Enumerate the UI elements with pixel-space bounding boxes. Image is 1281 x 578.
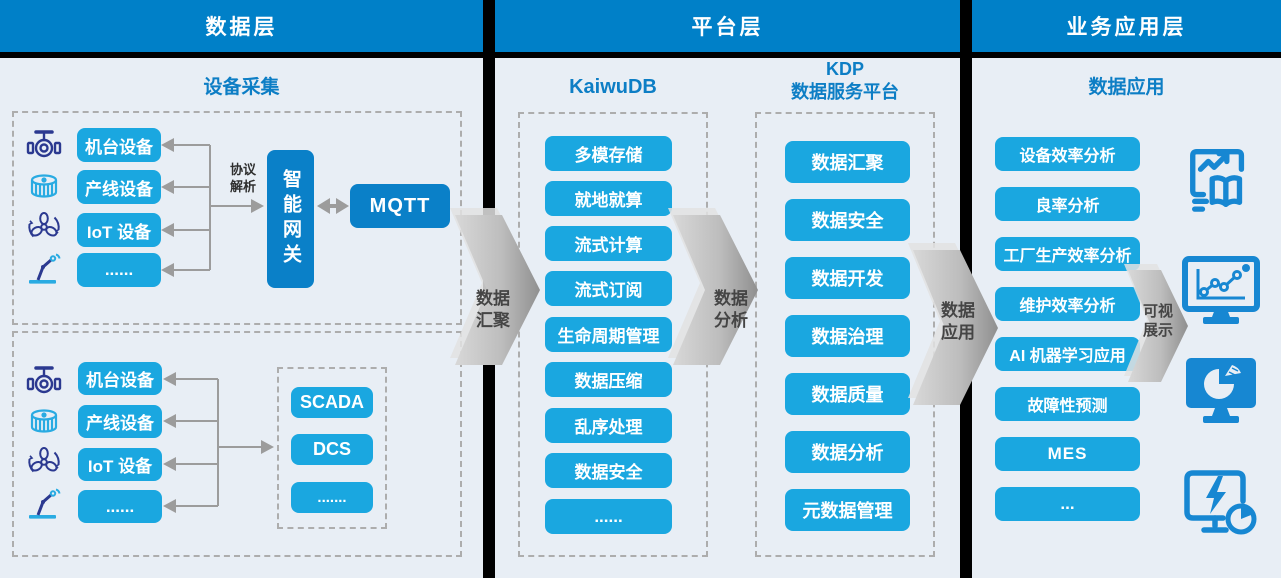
- fan-icon: [26, 443, 63, 485]
- kdp-title: KDP 数据服务平台: [791, 59, 899, 102]
- app-node: 工厂生产效率分析: [995, 237, 1140, 271]
- kdp-service-node: 数据治理: [785, 315, 910, 357]
- kdp-service-node: 数据质量: [785, 373, 910, 415]
- kdp-service-node: 元数据管理: [785, 489, 910, 531]
- app-node: AI 机器学习应用: [995, 337, 1140, 371]
- kaiwudb-title: KaiwuDB: [569, 76, 657, 98]
- system-node: SCADA: [291, 387, 373, 418]
- data-application-title: 数据应用: [1088, 77, 1165, 98]
- flow-label-apply: 数据 应用: [941, 301, 975, 342]
- robot-arm-icon: [26, 250, 64, 293]
- motor-drum-icon: [26, 168, 62, 209]
- valve-icon: [26, 126, 62, 167]
- robot-arm-icon: [26, 485, 64, 528]
- system-node: .......: [291, 482, 373, 513]
- device-node: 机台设备: [78, 362, 162, 395]
- device-node: IoT 设备: [78, 448, 162, 481]
- kaiwudb-capability-node: 就地就算: [545, 181, 672, 216]
- report-analytics-icon: [1183, 140, 1257, 219]
- device-node: 产线设备: [77, 170, 161, 204]
- system-node: DCS: [291, 434, 373, 465]
- protocol-parse-label: 协议 解析: [229, 162, 256, 194]
- app-node: 良率分析: [995, 187, 1140, 221]
- flow-label-visualize: 可视 展示: [1142, 303, 1173, 339]
- monitor-pie-chart-icon: [1180, 356, 1262, 437]
- data-layer-header-label: 数据层: [205, 16, 278, 39]
- kaiwudb-capability-node: 生命周期管理: [545, 317, 672, 352]
- app-node: 设备效率分析: [995, 137, 1140, 171]
- monitor-line-chart-icon: [1180, 254, 1262, 337]
- platform-layer-header-label: 平台层: [691, 16, 764, 39]
- mqtt-node: MQTT: [350, 184, 450, 228]
- app-node: ...: [995, 487, 1140, 521]
- app-node: 故障性预测: [995, 387, 1140, 421]
- smart-gateway-node: 智能网关: [267, 150, 314, 288]
- flow-label-aggregate: 数据 汇聚: [476, 289, 510, 330]
- application-layer-header: 业务应用层: [972, 0, 1281, 52]
- kaiwudb-capability-node: 乱序处理: [545, 408, 672, 443]
- valve-icon: [26, 362, 62, 403]
- kaiwudb-capability-node: 流式计算: [545, 226, 672, 261]
- kdp-service-node: 数据开发: [785, 257, 910, 299]
- device-node: ......: [77, 253, 161, 287]
- app-node: 维护效率分析: [995, 287, 1140, 321]
- fan-icon: [26, 208, 63, 250]
- kdp-service-node: 数据安全: [785, 199, 910, 241]
- motor-drum-icon: [26, 403, 62, 444]
- device-node: 产线设备: [78, 405, 162, 438]
- platform-layer-header: 平台层: [495, 0, 960, 52]
- kaiwudb-capability-node: 多模存储: [545, 136, 672, 171]
- kaiwudb-capability-node: ......: [545, 499, 672, 534]
- device-node: 机台设备: [77, 128, 161, 162]
- kdp-service-node: 数据汇聚: [785, 141, 910, 183]
- device-collection-title: 设备采集: [203, 77, 280, 98]
- monitor-energy-icon: [1180, 466, 1262, 547]
- kaiwudb-capability-node: 流式订阅: [545, 271, 672, 306]
- data-layer-header: 数据层: [0, 0, 483, 52]
- flow-label-analyze: 数据 分析: [714, 289, 748, 330]
- app-node: MES: [995, 437, 1140, 471]
- kaiwudb-capability-node: 数据安全: [545, 453, 672, 488]
- scada-dcs-box: [277, 367, 387, 529]
- kdp-service-node: 数据分析: [785, 431, 910, 473]
- kaiwudb-capability-node: 数据压缩: [545, 362, 672, 397]
- device-node: IoT 设备: [77, 213, 161, 247]
- device-node: ......: [78, 490, 162, 523]
- device-group2-box: [12, 331, 462, 557]
- application-layer-header-label: 业务应用层: [1066, 16, 1187, 39]
